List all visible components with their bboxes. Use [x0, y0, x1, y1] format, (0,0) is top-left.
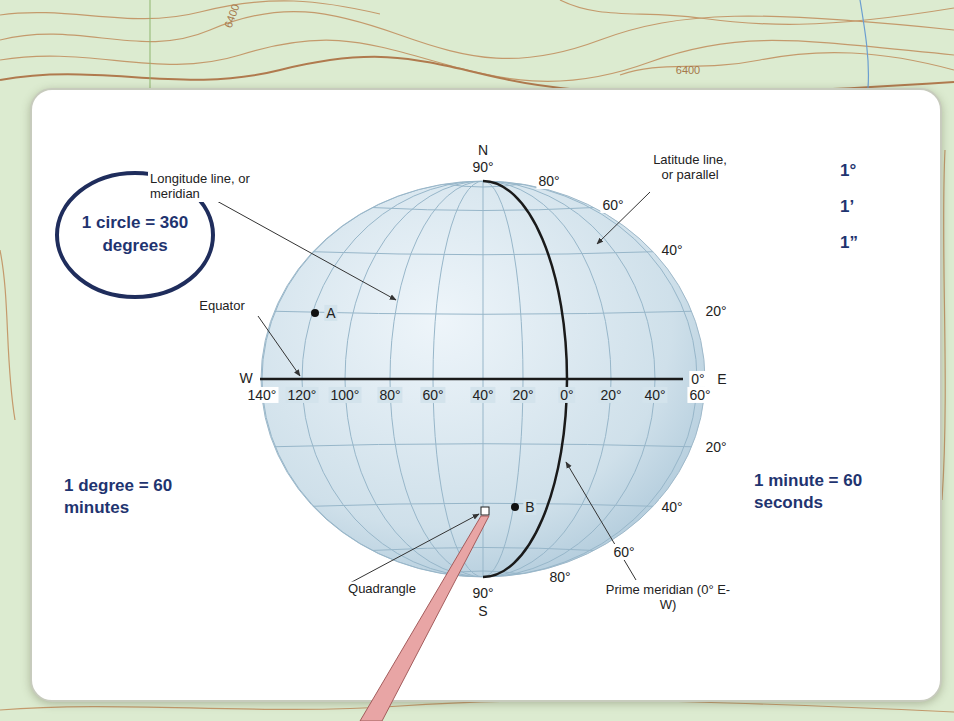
conversion-note: 1 degree = 60 minutes [62, 475, 176, 519]
degree-symbol: 1° [838, 160, 858, 182]
degree-label: 20° [703, 439, 728, 455]
pole-label: S [476, 603, 489, 619]
callout-label: Equator [197, 299, 247, 314]
degree-label: 0° [689, 371, 706, 387]
degree-label: 40° [642, 387, 667, 403]
degree-label: 80° [547, 569, 572, 585]
callout-label: Longitude line, or meridian [148, 172, 252, 202]
degree-label: 60° [687, 387, 712, 403]
degree-label: 90° [470, 585, 495, 601]
degree-label: 40° [470, 387, 495, 403]
contour-label: 6400 [674, 64, 702, 77]
pole-label: N [476, 142, 490, 158]
contour-label: 6400 [221, 0, 243, 31]
conversion-note: 1 minute = 60 seconds [752, 470, 876, 514]
degree-label: 100° [329, 387, 362, 403]
degree-label: 120° [286, 387, 319, 403]
callout-label: Prime meridian (0° E-W) [599, 583, 738, 613]
direction-label: E [715, 371, 728, 387]
second-symbol: 1” [838, 232, 860, 254]
degree-label: 90° [470, 159, 495, 175]
degree-label: 20° [598, 387, 623, 403]
minute-symbol: 1’ [838, 196, 856, 218]
callout-label: Quadrangle [346, 582, 418, 597]
degree-label: 0° [558, 387, 575, 403]
degree-label: 80° [377, 387, 402, 403]
degree-label: 40° [659, 499, 684, 515]
degree-label: 20° [510, 387, 535, 403]
point-label: B [523, 499, 536, 515]
node-text: 1 circle = 360 degrees [62, 212, 208, 258]
degree-label: 20° [703, 303, 728, 319]
degree-label: 140° [246, 387, 279, 403]
degree-label: 80° [536, 173, 561, 189]
degree-label: 40° [659, 242, 684, 258]
direction-label: W [237, 370, 254, 386]
degree-label: 60° [611, 544, 636, 560]
callout-label: Latitude line, or parallel [648, 153, 732, 183]
point-label: A [324, 305, 337, 321]
degree-label: 60° [600, 197, 625, 213]
degree-label: 60° [420, 387, 445, 403]
